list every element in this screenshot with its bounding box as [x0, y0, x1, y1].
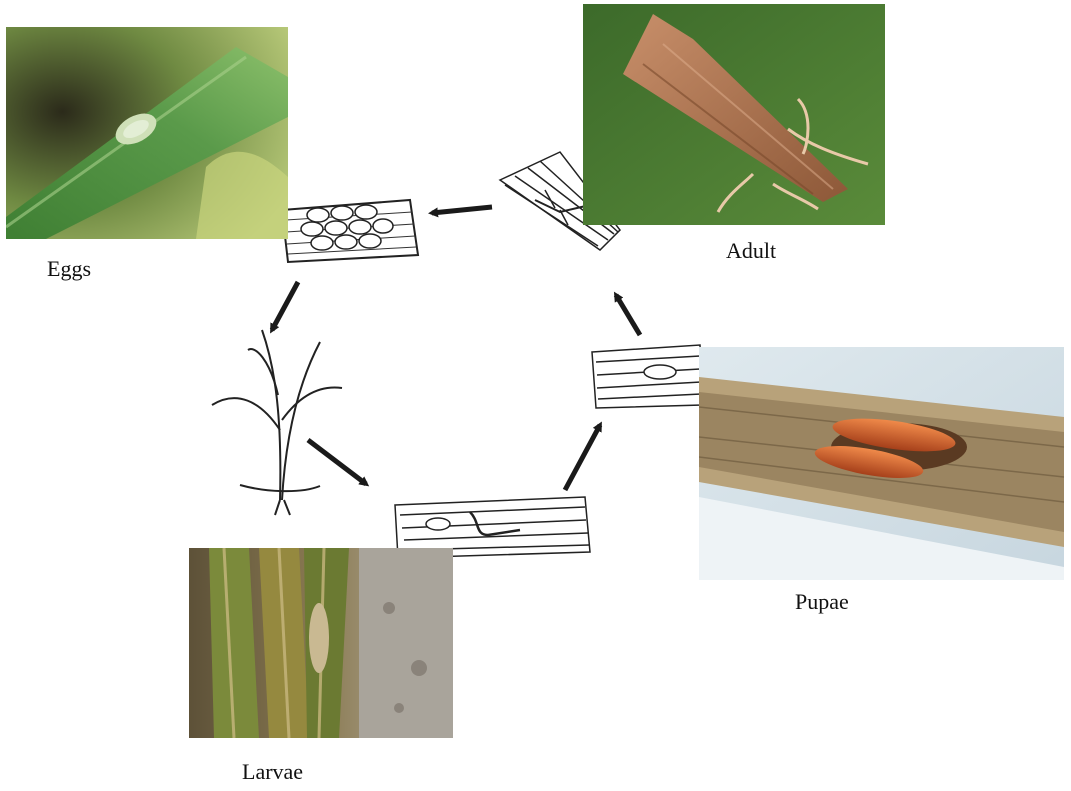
adult-label: Adult	[726, 238, 776, 264]
eggs-label: Eggs	[47, 256, 91, 282]
larvae-photo	[189, 548, 453, 738]
arrow-adult-to-eggs	[432, 207, 492, 213]
larvae-label: Larvae	[242, 759, 303, 785]
pupa-in-stem-sketch	[592, 345, 702, 408]
adult-photo	[583, 4, 885, 225]
arrow-eggs-to-plant	[272, 282, 298, 330]
eggs-photo	[6, 27, 288, 239]
pupae-photo	[699, 347, 1064, 580]
arrow-pupa-to-adult	[616, 295, 640, 335]
pupae-label: Pupae	[795, 589, 849, 615]
egg-mass-sketch	[282, 200, 418, 262]
young-plant-sketch	[212, 330, 342, 515]
arrow-plant-to-larva	[308, 440, 366, 484]
arrow-larva-to-pupa	[565, 425, 600, 490]
